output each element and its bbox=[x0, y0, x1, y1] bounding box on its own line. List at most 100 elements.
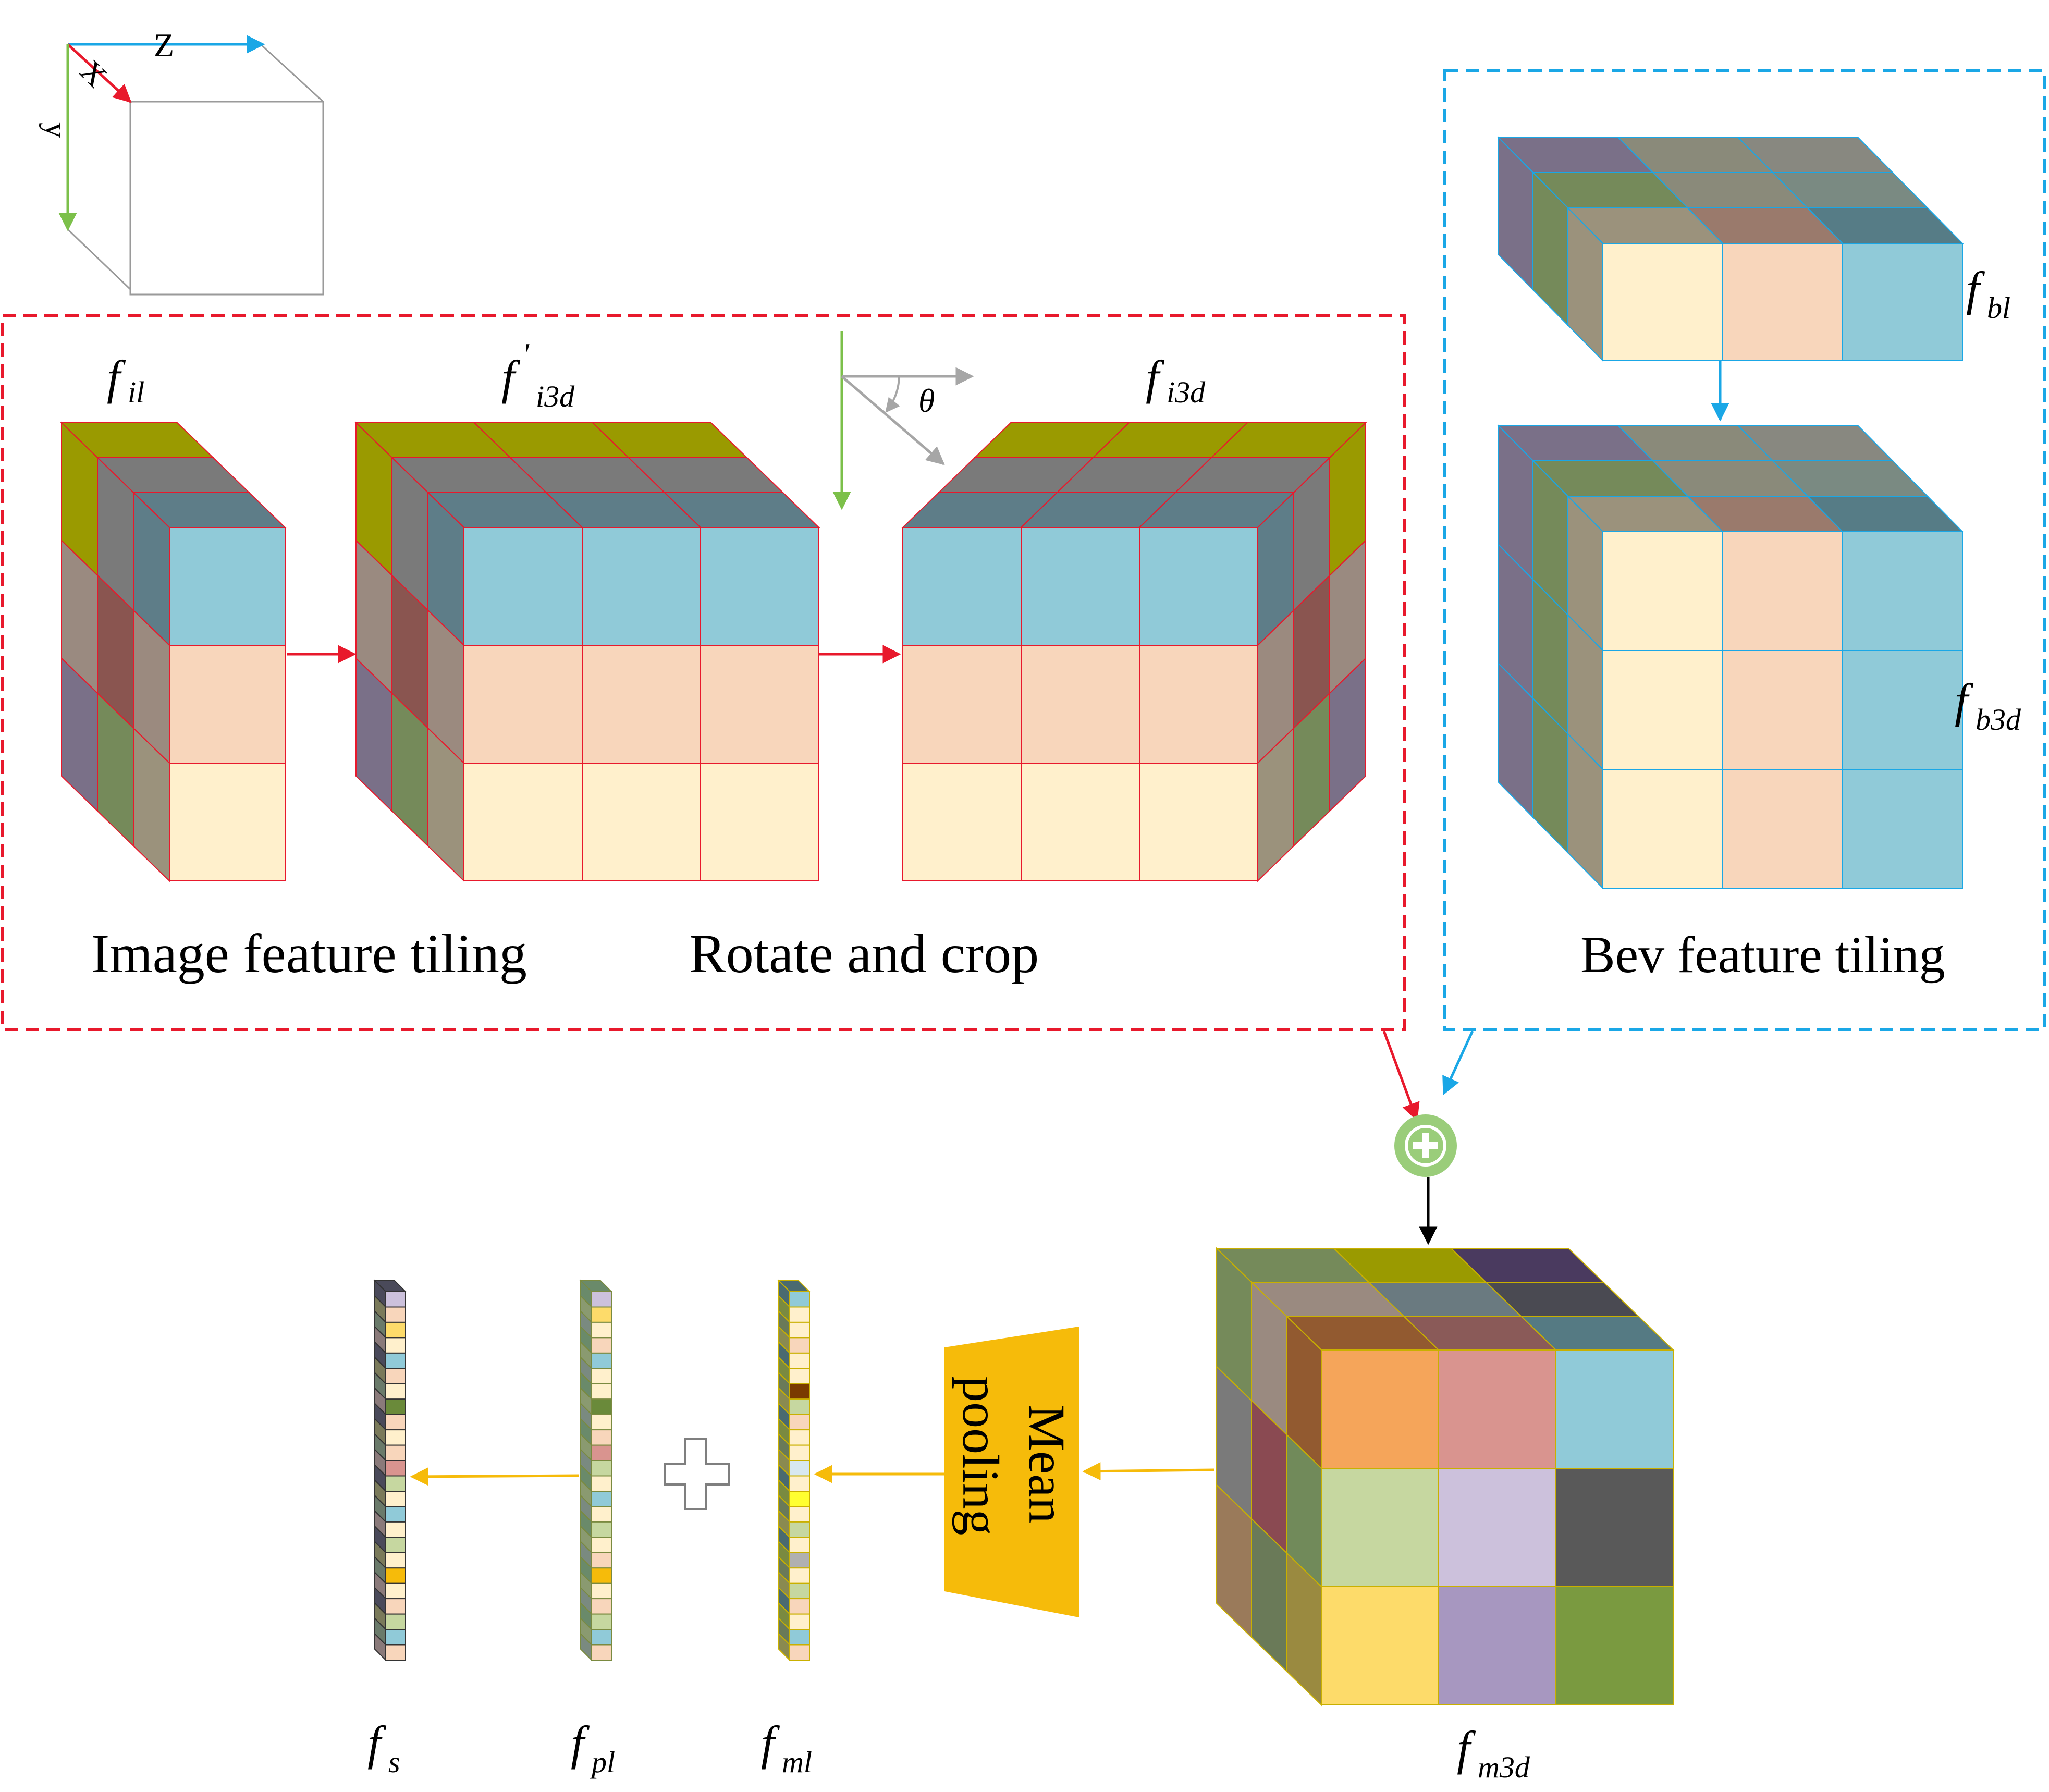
cube-front-cell bbox=[902, 527, 1022, 646]
vector-cell bbox=[789, 1306, 810, 1323]
vector-cell bbox=[385, 1490, 406, 1507]
cube-front-cell bbox=[582, 763, 701, 881]
vector-cell bbox=[591, 1582, 612, 1600]
axis-cube: Z X y bbox=[39, 27, 324, 296]
vector-cell bbox=[591, 1414, 612, 1431]
cube-front-cell bbox=[582, 527, 701, 646]
cube-front-cell bbox=[1602, 531, 1723, 651]
cube-front-cell bbox=[1722, 650, 1843, 770]
cube-front-cell bbox=[169, 763, 286, 881]
vector-cell bbox=[385, 1567, 406, 1584]
x-axis-arrow bbox=[67, 43, 132, 103]
cube-front-cell bbox=[1438, 1468, 1556, 1587]
vector-cell bbox=[789, 1414, 810, 1431]
cube-front-cell bbox=[700, 763, 819, 881]
x-axis-label: X bbox=[73, 54, 114, 94]
plus-icon bbox=[664, 1438, 730, 1510]
vector-cell bbox=[385, 1368, 406, 1384]
mean-pooling-line1: Mean bbox=[1018, 1405, 1076, 1524]
cube-front-cell bbox=[1722, 243, 1843, 361]
vector-cell bbox=[385, 1475, 406, 1492]
cube-front-cell bbox=[1321, 1586, 1439, 1705]
vector-cell bbox=[789, 1644, 810, 1661]
image-feature-cube bbox=[60, 421, 287, 882]
cube-front-cell bbox=[1438, 1586, 1556, 1705]
vector-cell bbox=[591, 1521, 612, 1538]
vector-cell bbox=[789, 1598, 810, 1615]
f-i3d-base: f bbox=[1146, 351, 1165, 404]
label-f-il: f il bbox=[107, 351, 144, 409]
vector-cell bbox=[385, 1321, 406, 1339]
vector-cell bbox=[789, 1490, 810, 1507]
f-m3d-base: f bbox=[1457, 1722, 1476, 1775]
bev-branch-panel bbox=[1443, 69, 2046, 1031]
pl-to-s-arrow bbox=[410, 1467, 579, 1486]
cube-front-cell bbox=[1555, 1349, 1674, 1469]
cube-front-cell bbox=[1438, 1349, 1556, 1469]
vector-cell bbox=[591, 1598, 612, 1615]
vector-cell bbox=[591, 1429, 612, 1446]
f-pl-base: f bbox=[571, 1716, 590, 1770]
fusion-add-icon bbox=[1394, 1114, 1457, 1177]
f-i3d-sub: i3d bbox=[1167, 375, 1206, 409]
tiled-bev-feature-cube bbox=[1496, 424, 1964, 890]
vector-cell bbox=[789, 1475, 810, 1492]
cube-front-cell bbox=[1722, 769, 1843, 889]
cube-front-cell bbox=[902, 645, 1022, 764]
cube-front-cell bbox=[1602, 769, 1723, 889]
vector-cell bbox=[789, 1552, 810, 1569]
mean-pooling-line2: pooling bbox=[952, 1376, 1010, 1536]
vector-cell bbox=[591, 1506, 612, 1523]
cube-front-cell bbox=[463, 527, 583, 646]
label-f-s: f s bbox=[367, 1716, 400, 1779]
vector-f-ml bbox=[777, 1279, 811, 1662]
bev-feature-cube bbox=[1496, 136, 1964, 362]
vector-cell bbox=[591, 1291, 612, 1308]
image-to-fusion-arrow bbox=[1382, 1030, 1420, 1122]
vector-cell bbox=[385, 1291, 406, 1308]
vector-cell bbox=[591, 1306, 612, 1323]
vector-cell bbox=[591, 1537, 612, 1553]
vector-cell bbox=[385, 1306, 406, 1323]
vector-cell bbox=[591, 1475, 612, 1492]
cube-front-cell bbox=[1321, 1468, 1439, 1587]
vector-cell bbox=[591, 1352, 612, 1369]
cube-front-cell bbox=[1722, 531, 1843, 651]
vector-cell bbox=[789, 1537, 810, 1553]
vector-cell bbox=[385, 1429, 406, 1446]
cube-front-cell bbox=[169, 527, 286, 646]
vector-cell bbox=[385, 1598, 406, 1615]
vector-cell bbox=[789, 1521, 810, 1538]
cube-front-cell bbox=[700, 645, 819, 764]
vector-cell bbox=[591, 1444, 612, 1462]
vector-cell bbox=[385, 1629, 406, 1646]
cube-front-cell bbox=[463, 645, 583, 764]
image-feature-tiling-caption: Image feature tiling bbox=[91, 923, 527, 984]
bev-feature-tiling-caption: Bev feature tiling bbox=[1580, 926, 1945, 984]
vector-cell bbox=[385, 1383, 406, 1400]
cube-front-cell bbox=[1139, 527, 1258, 646]
vector-cell bbox=[789, 1444, 810, 1462]
cube-front-cell bbox=[1602, 650, 1723, 770]
vector-cell bbox=[591, 1368, 612, 1384]
vector-cell bbox=[385, 1398, 406, 1415]
cube-front-cell bbox=[1842, 243, 1963, 361]
vector-cell bbox=[789, 1460, 810, 1477]
vector-cell bbox=[591, 1567, 612, 1584]
f-il-base: f bbox=[107, 351, 126, 404]
f-i3d-prime-sup: ' bbox=[522, 337, 530, 372]
f-il-sub: il bbox=[128, 375, 144, 409]
f-bl-base: f bbox=[1966, 262, 1985, 315]
label-f-pl: f pl bbox=[571, 1716, 615, 1779]
cube-front-cell bbox=[1021, 527, 1140, 646]
vector-cell bbox=[789, 1337, 810, 1354]
f-ml-base: f bbox=[761, 1716, 780, 1770]
f-s-base: f bbox=[367, 1716, 387, 1770]
vector-cell bbox=[789, 1291, 810, 1308]
cube-front-cell bbox=[1139, 645, 1258, 764]
label-f-bl: f bl bbox=[1966, 262, 2010, 325]
vector-cell bbox=[591, 1398, 612, 1415]
f-i3d-prime-base: f bbox=[501, 351, 521, 404]
label-f-ml: f ml bbox=[761, 1716, 812, 1779]
